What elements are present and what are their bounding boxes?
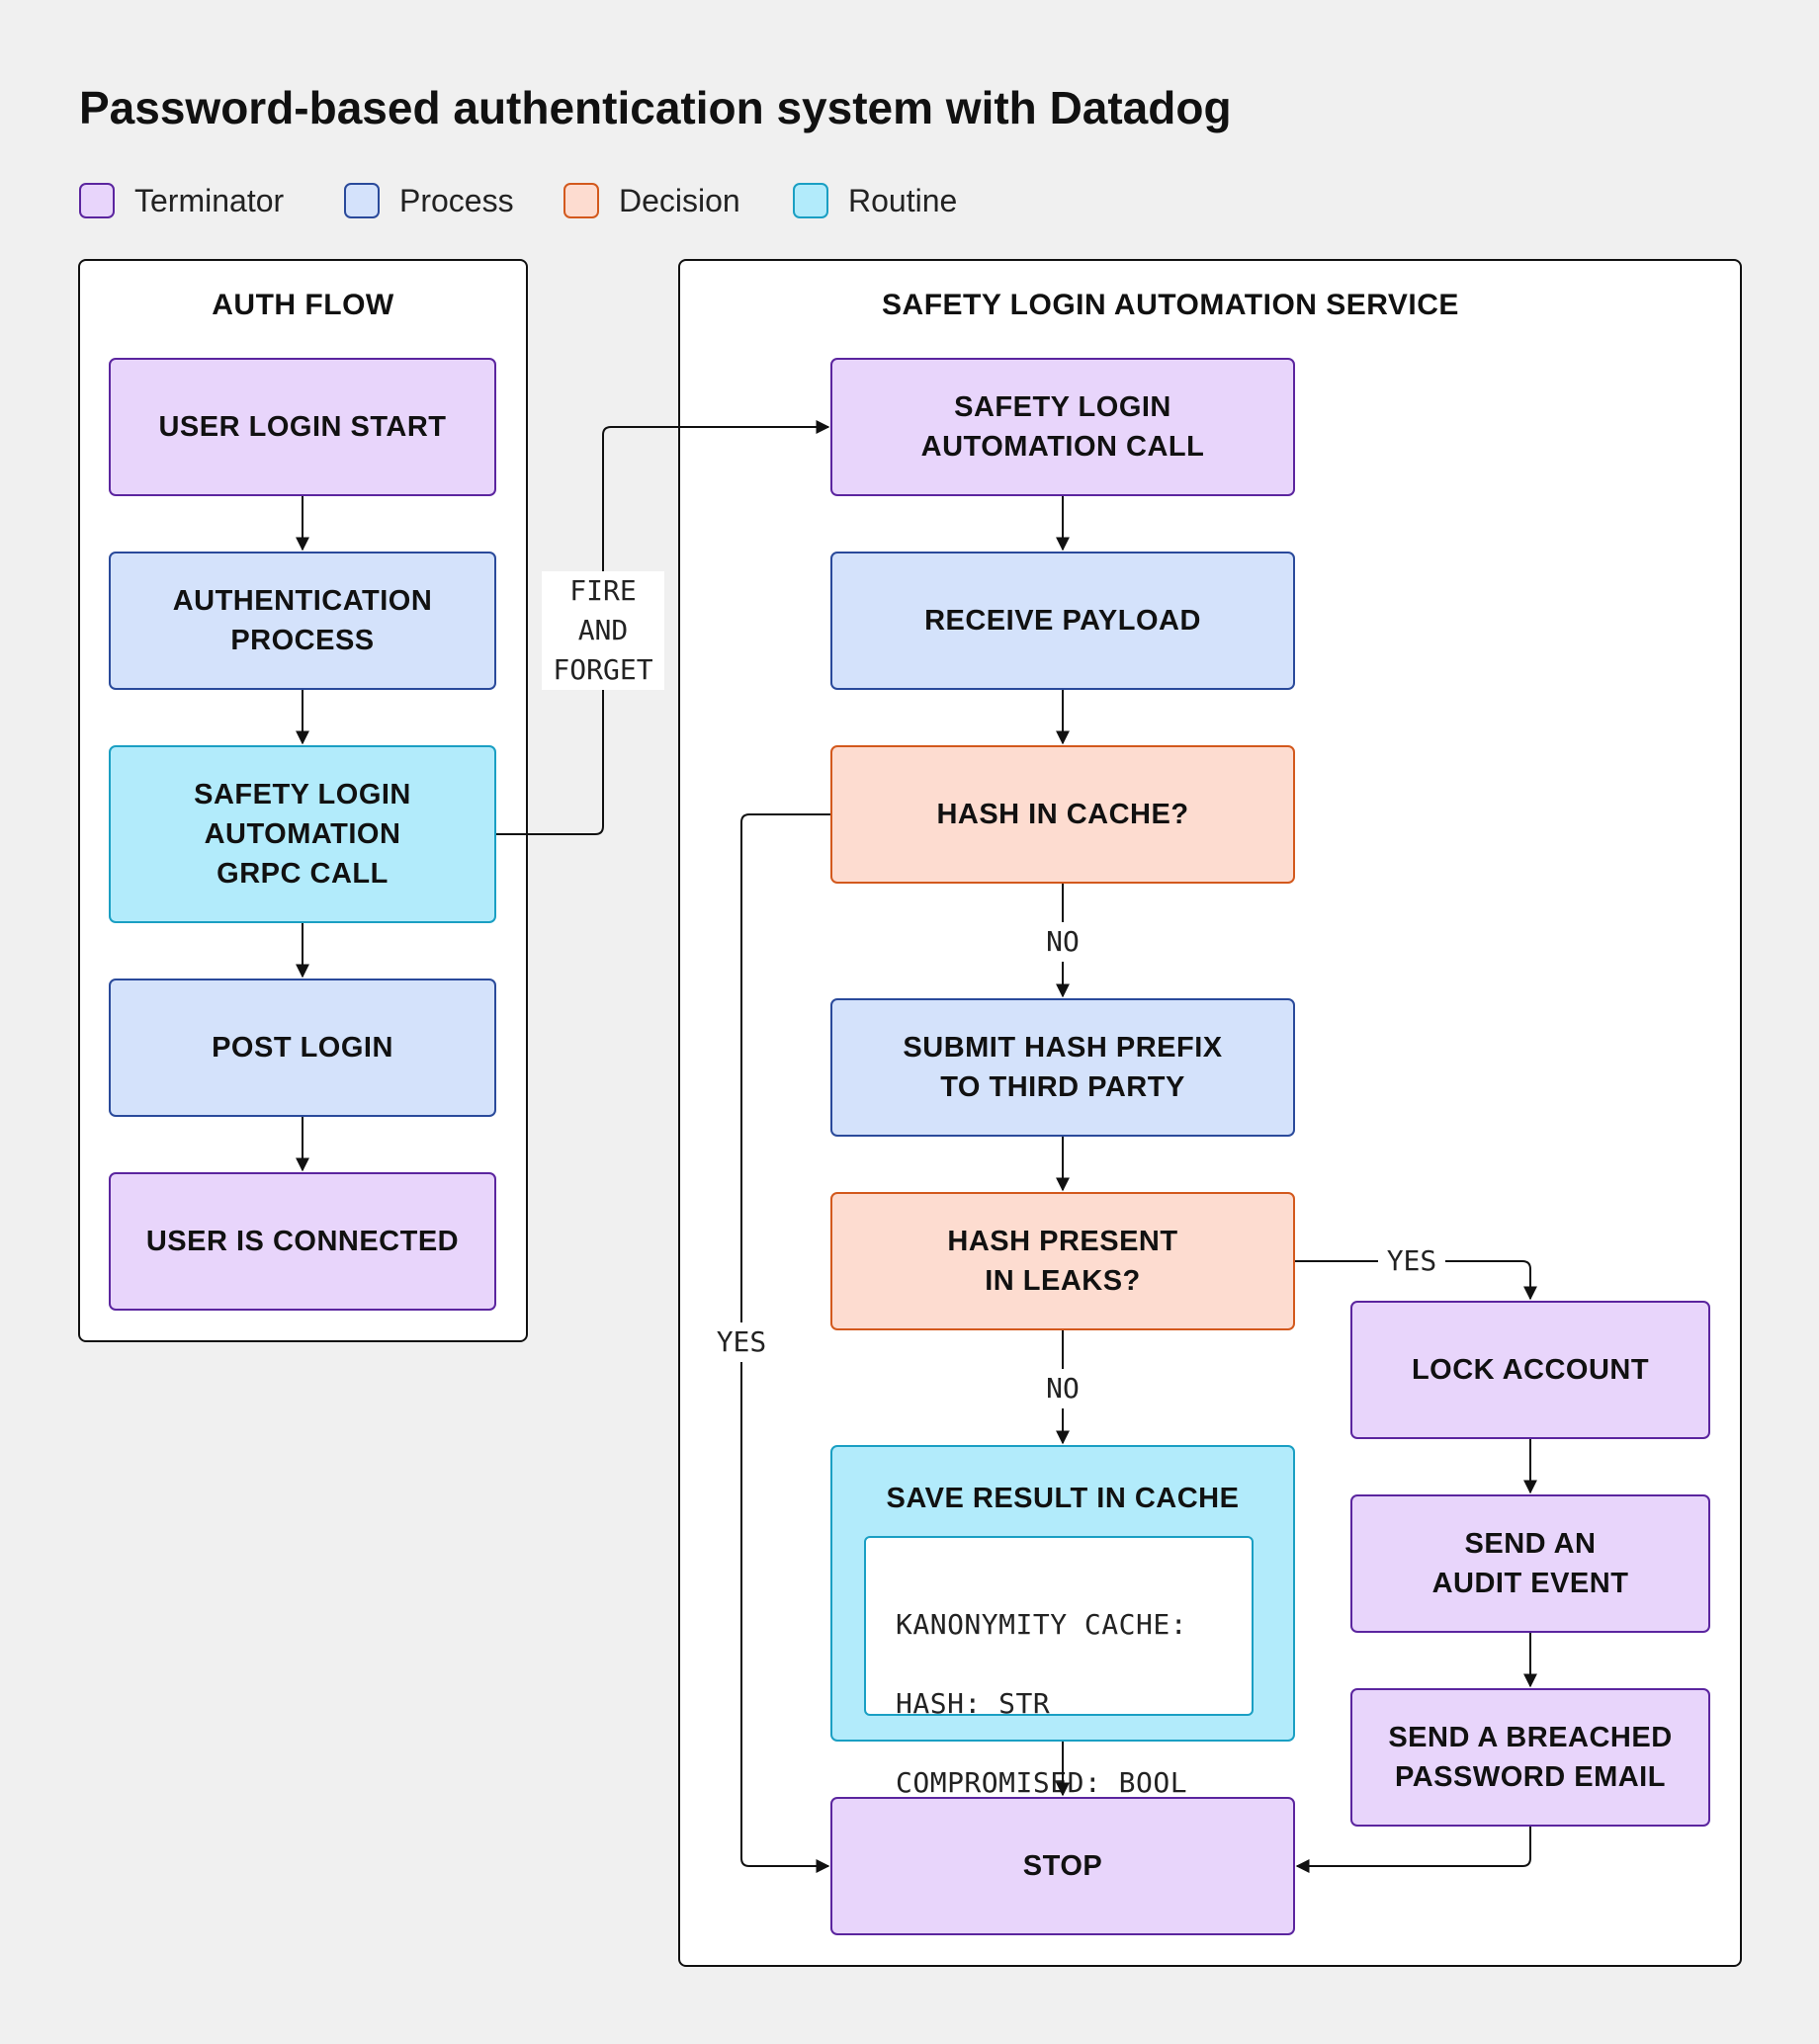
legend-decision: Decision: [563, 180, 740, 221]
legend-label: Routine: [848, 182, 958, 218]
terminator-swatch-icon: [79, 183, 115, 218]
cache-yes-label: YES: [708, 1322, 775, 1362]
edge-email-to-stop: [1295, 1827, 1531, 1873]
cache-schema: KANONYMITY CACHE: HASH: STR COMPROMISED:…: [864, 1536, 1254, 1799]
authentication-process-node: AUTHENTICATION PROCESS: [109, 552, 496, 690]
automation-call-node: SAFETY LOGIN AUTOMATION CALL: [830, 358, 1295, 496]
legend-routine: Routine: [793, 180, 957, 221]
save-cache-label: SAVE RESULT IN CACHE: [886, 1483, 1240, 1514]
legend-terminator: Terminator: [79, 180, 284, 221]
process-swatch-icon: [344, 183, 380, 218]
page-title: Password-based authentication system wit…: [79, 82, 1232, 133]
save-cache-node: SAVE RESULT IN CACHE KANONYMITY CACHE: H…: [830, 1445, 1295, 1799]
cache-no-label: NO: [1035, 922, 1090, 962]
decision-swatch-icon: [563, 183, 599, 218]
user-connected-node: USER IS CONNECTED: [109, 1172, 496, 1311]
auth-flow-title: AUTH FLOW: [212, 289, 394, 321]
post-login-node: POST LOGIN: [109, 979, 496, 1117]
fire-and-forget-label: FIRE AND FORGET: [542, 571, 664, 690]
legend-label: Decision: [619, 182, 740, 218]
breached-email-node: SEND A BREACHED PASSWORD EMAIL: [1350, 1688, 1710, 1827]
hash-in-cache-decision: HASH IN CACHE?: [830, 745, 1295, 884]
routine-swatch-icon: [793, 183, 828, 218]
lock-account-node: LOCK ACCOUNT: [1350, 1301, 1710, 1439]
stop-node: STOP: [830, 1797, 1295, 1935]
grpc-call-node: SAFETY LOGIN AUTOMATION GRPC CALL: [109, 745, 496, 923]
audit-event-node: SEND AN AUDIT EVENT: [1350, 1494, 1710, 1633]
legend-label: Process: [399, 182, 514, 218]
leaks-yes-label: YES: [1378, 1241, 1445, 1281]
submit-hash-prefix-node: SUBMIT HASH PREFIX TO THIRD PARTY: [830, 998, 1295, 1137]
user-login-start-node: USER LOGIN START: [109, 358, 496, 496]
edge-leaks-yes: [1295, 1260, 1537, 1301]
cache-schema-line: HASH: STR: [896, 1687, 1051, 1720]
leaks-no-label: NO: [1035, 1369, 1090, 1408]
legend-process: Process: [344, 180, 514, 221]
receive-payload-node: RECEIVE PAYLOAD: [830, 552, 1295, 690]
cache-schema-line: KANONYMITY CACHE:: [896, 1608, 1188, 1641]
legend-label: Terminator: [134, 182, 285, 218]
cache-schema-line: COMPROMISED: BOOL: [896, 1766, 1188, 1799]
service-title: SAFETY LOGIN AUTOMATION SERVICE: [882, 289, 1459, 321]
hash-in-leaks-decision: HASH PRESENT IN LEAKS?: [830, 1192, 1295, 1330]
